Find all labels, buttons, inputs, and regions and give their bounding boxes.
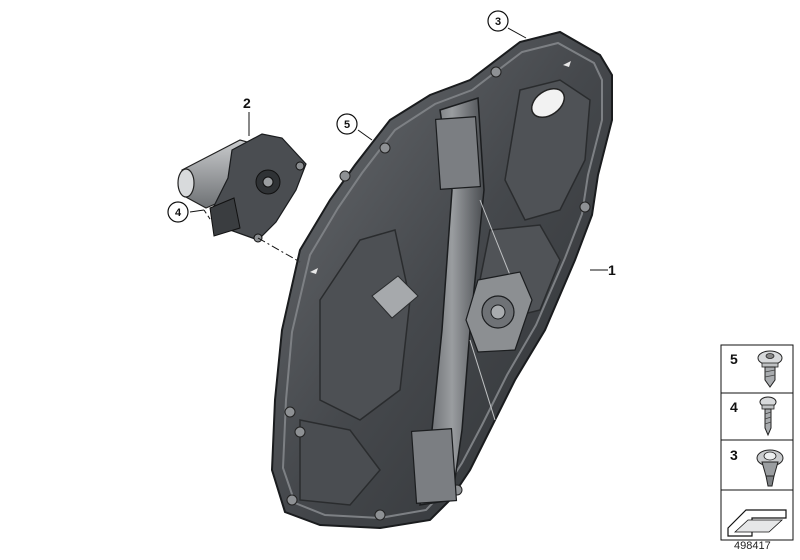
clip-nut-screw-icon bbox=[756, 449, 784, 487]
leader-lines bbox=[189, 27, 608, 271]
regulator-drive-gear bbox=[465, 271, 533, 353]
callout-4: 4 bbox=[175, 207, 182, 219]
assembly-centerline bbox=[257, 237, 301, 263]
orientation-arrow-icon bbox=[563, 61, 571, 67]
legend-num-3: 3 bbox=[730, 447, 738, 463]
window-lift-motor bbox=[177, 133, 307, 243]
orientation-arrow-icon bbox=[310, 268, 318, 274]
callout-5-circle: 5 bbox=[336, 113, 358, 135]
callout-3-circle: 3 bbox=[487, 10, 509, 32]
torx-screw-icon bbox=[757, 350, 783, 388]
leader-line-5 bbox=[357, 129, 373, 141]
self-tapping-screw-icon bbox=[759, 396, 777, 437]
callout-1: 1 bbox=[608, 262, 616, 278]
callout-3: 3 bbox=[495, 16, 501, 28]
legend-num-5: 5 bbox=[730, 351, 738, 367]
regulator-guide-rail bbox=[410, 96, 521, 506]
legend-num-4: 4 bbox=[730, 399, 738, 415]
callout-5: 5 bbox=[344, 119, 350, 131]
callout-4-circle: 4 bbox=[167, 201, 189, 223]
installation-direction-arrow-icon bbox=[727, 509, 787, 537]
fastener-legend: 5 4 3 bbox=[720, 344, 794, 541]
callout-2: 2 bbox=[243, 95, 251, 111]
leader-line-4 bbox=[189, 209, 205, 213]
diagram-id: 498417 bbox=[734, 540, 771, 552]
leader-line-3 bbox=[507, 27, 527, 39]
